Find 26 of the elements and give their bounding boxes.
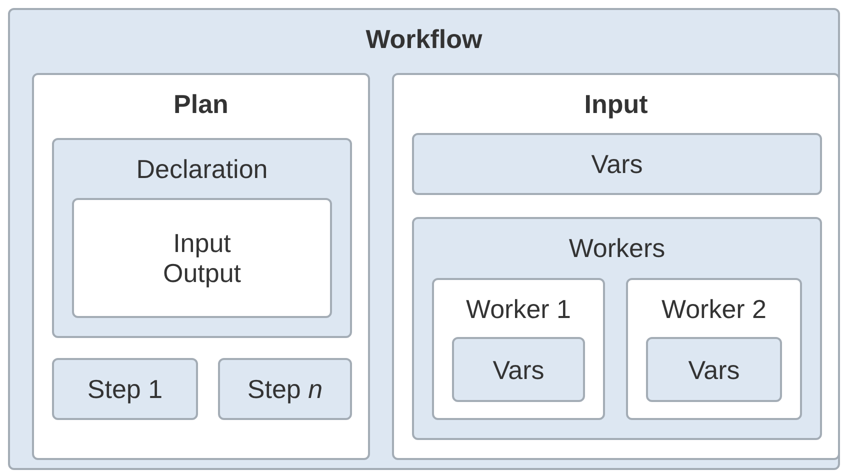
box-label: Step 1 <box>87 374 163 404</box>
container-box <box>392 73 840 460</box>
component-box <box>412 133 822 195</box>
component-box <box>646 337 782 402</box>
box-label: Vars <box>492 354 544 384</box>
component-box <box>52 358 198 420</box>
box-heading: Worker 1 <box>466 294 571 324</box>
box-heading: Worker 2 <box>662 294 766 324</box>
container-box <box>52 138 352 338</box>
box-heading: Plan <box>174 89 228 119</box>
box-heading: Input <box>584 89 648 119</box>
box-label: Input Output <box>162 228 242 288</box>
container-box <box>32 73 370 460</box>
container-box <box>412 217 822 440</box>
box-heading: Workers <box>568 233 666 263</box>
container-box <box>626 278 802 420</box>
box-label: Step n <box>247 374 323 404</box>
box-label: Vars <box>591 149 643 179</box>
container-box <box>8 8 840 470</box>
component-box <box>452 337 585 402</box>
container-box <box>432 278 605 420</box>
box-heading: Declaration <box>136 154 268 184</box>
box-label: Vars <box>688 354 740 384</box>
box-heading: Workflow <box>366 24 482 54</box>
component-box <box>218 358 352 420</box>
component-box <box>72 198 332 318</box>
